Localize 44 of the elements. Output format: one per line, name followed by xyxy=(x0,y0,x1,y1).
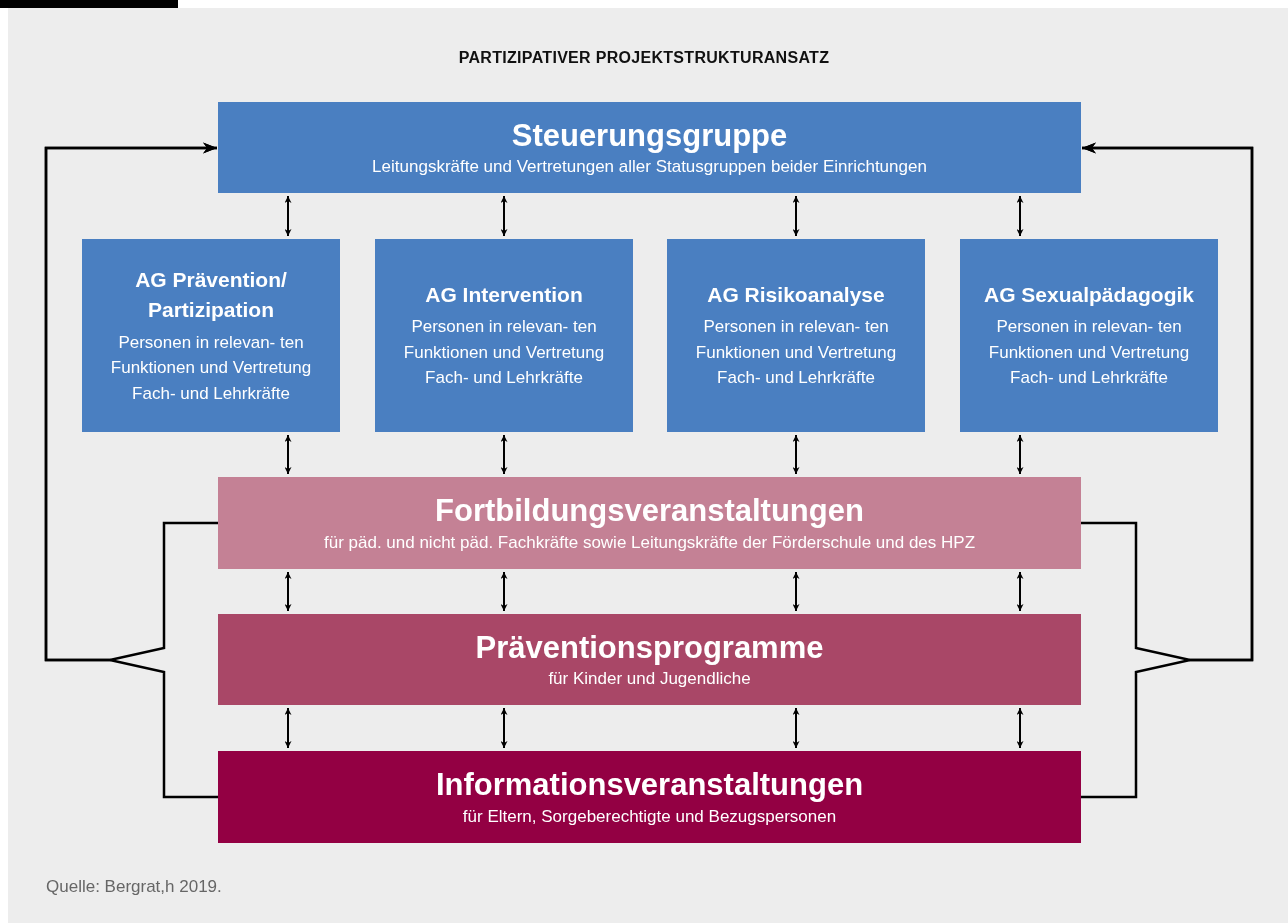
double-arrow xyxy=(500,571,508,612)
box-description: für päd. und nicht päd. Fachkräfte sowie Leitungskräfte der Förderschule und des HPZ xyxy=(323,532,976,553)
box-heading: AG Intervention xyxy=(425,282,583,309)
double-arrow xyxy=(284,571,292,612)
working-group-box xyxy=(667,239,925,432)
box-heading: AG Prävention/ Partizipation xyxy=(134,266,288,324)
working-group-box xyxy=(82,239,340,432)
box-heading: AG Sexualpädagogik xyxy=(983,282,1195,309)
double-arrow xyxy=(284,434,292,475)
box-description: Personen in relevan- ten Funktionen und Vertretung Fach- und Lehrkräfte xyxy=(109,331,313,405)
program-box xyxy=(218,477,1081,569)
feedback-arrow xyxy=(44,142,218,799)
box-description: Personen in relevan- ten Funktionen und Vertretung Fach- und Lehrkräfte xyxy=(402,316,606,390)
box-description: für Eltern, Sorgeberechtigte und Bezugspersonen xyxy=(462,806,837,827)
double-arrow xyxy=(1016,707,1024,749)
working-group-box xyxy=(960,239,1218,432)
program-box xyxy=(218,751,1081,843)
program-box xyxy=(218,614,1081,705)
double-arrow xyxy=(284,707,292,749)
double-arrow xyxy=(1016,195,1024,237)
double-arrow xyxy=(792,434,800,475)
program-box xyxy=(218,102,1081,193)
double-arrow xyxy=(792,571,800,612)
box-heading: Fortbildungsveranstaltungen xyxy=(435,493,864,529)
double-arrow xyxy=(792,195,800,237)
box-heading: Steuerungsgruppe xyxy=(511,117,788,154)
box-description: Leitungskräfte und Vertretungen aller Statusgruppen beider Einrichtungen xyxy=(372,157,927,178)
box-heading: Informationsveranstaltungen xyxy=(435,767,864,803)
double-arrow xyxy=(500,707,508,749)
working-group-box xyxy=(375,239,633,432)
diagram-title: PARTIZIPATIVER PROJEKTSTRUKTURANSATZ xyxy=(457,49,831,67)
box-heading: AG Risikoanalyse xyxy=(707,282,885,309)
box-description: Personen in relevan- ten Funktionen und Vertretung Fach- und Lehrkräfte xyxy=(987,316,1191,390)
box-description: Personen in relevan- ten Funktionen und Vertretung Fach- und Lehrkräfte xyxy=(694,316,898,390)
double-arrow xyxy=(1016,571,1024,612)
double-arrow xyxy=(500,434,508,475)
double-arrow xyxy=(792,707,800,749)
double-arrow xyxy=(284,195,292,237)
box-description: für Kinder und Jugendliche xyxy=(548,669,751,690)
double-arrow xyxy=(500,195,508,237)
source-caption: Quelle: Bergrat,h 2019. xyxy=(46,877,222,897)
feedback-arrow xyxy=(1081,142,1254,799)
double-arrow xyxy=(1016,434,1024,475)
box-heading: Präventionsprogramme xyxy=(475,629,824,666)
